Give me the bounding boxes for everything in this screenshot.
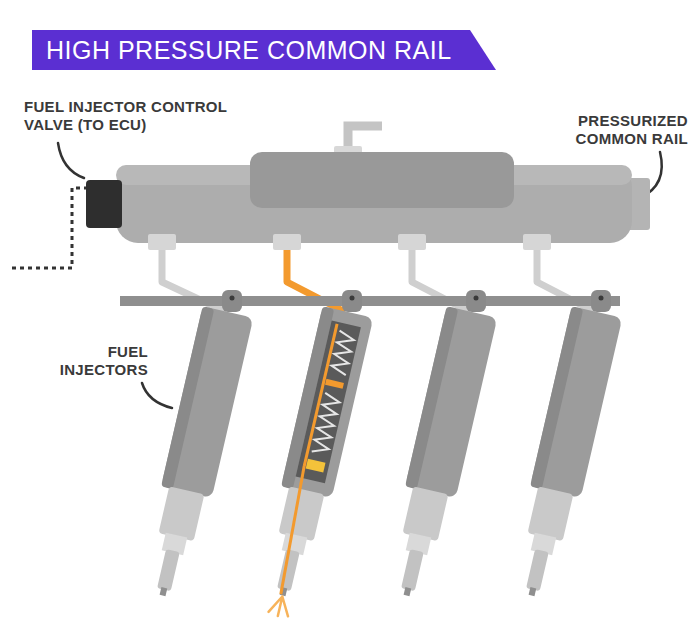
title-banner: HIGH PRESSURE COMMON RAIL <box>32 30 496 70</box>
rail-label: PRESSURIZED COMMON RAIL <box>548 112 688 148</box>
valve-label: FUEL INJECTOR CONTROL VALVE (TO ECU) <box>24 98 259 134</box>
title: HIGH PRESSURE COMMON RAIL <box>32 30 496 70</box>
injectors-label: FUEL INJECTORS <box>30 343 148 379</box>
